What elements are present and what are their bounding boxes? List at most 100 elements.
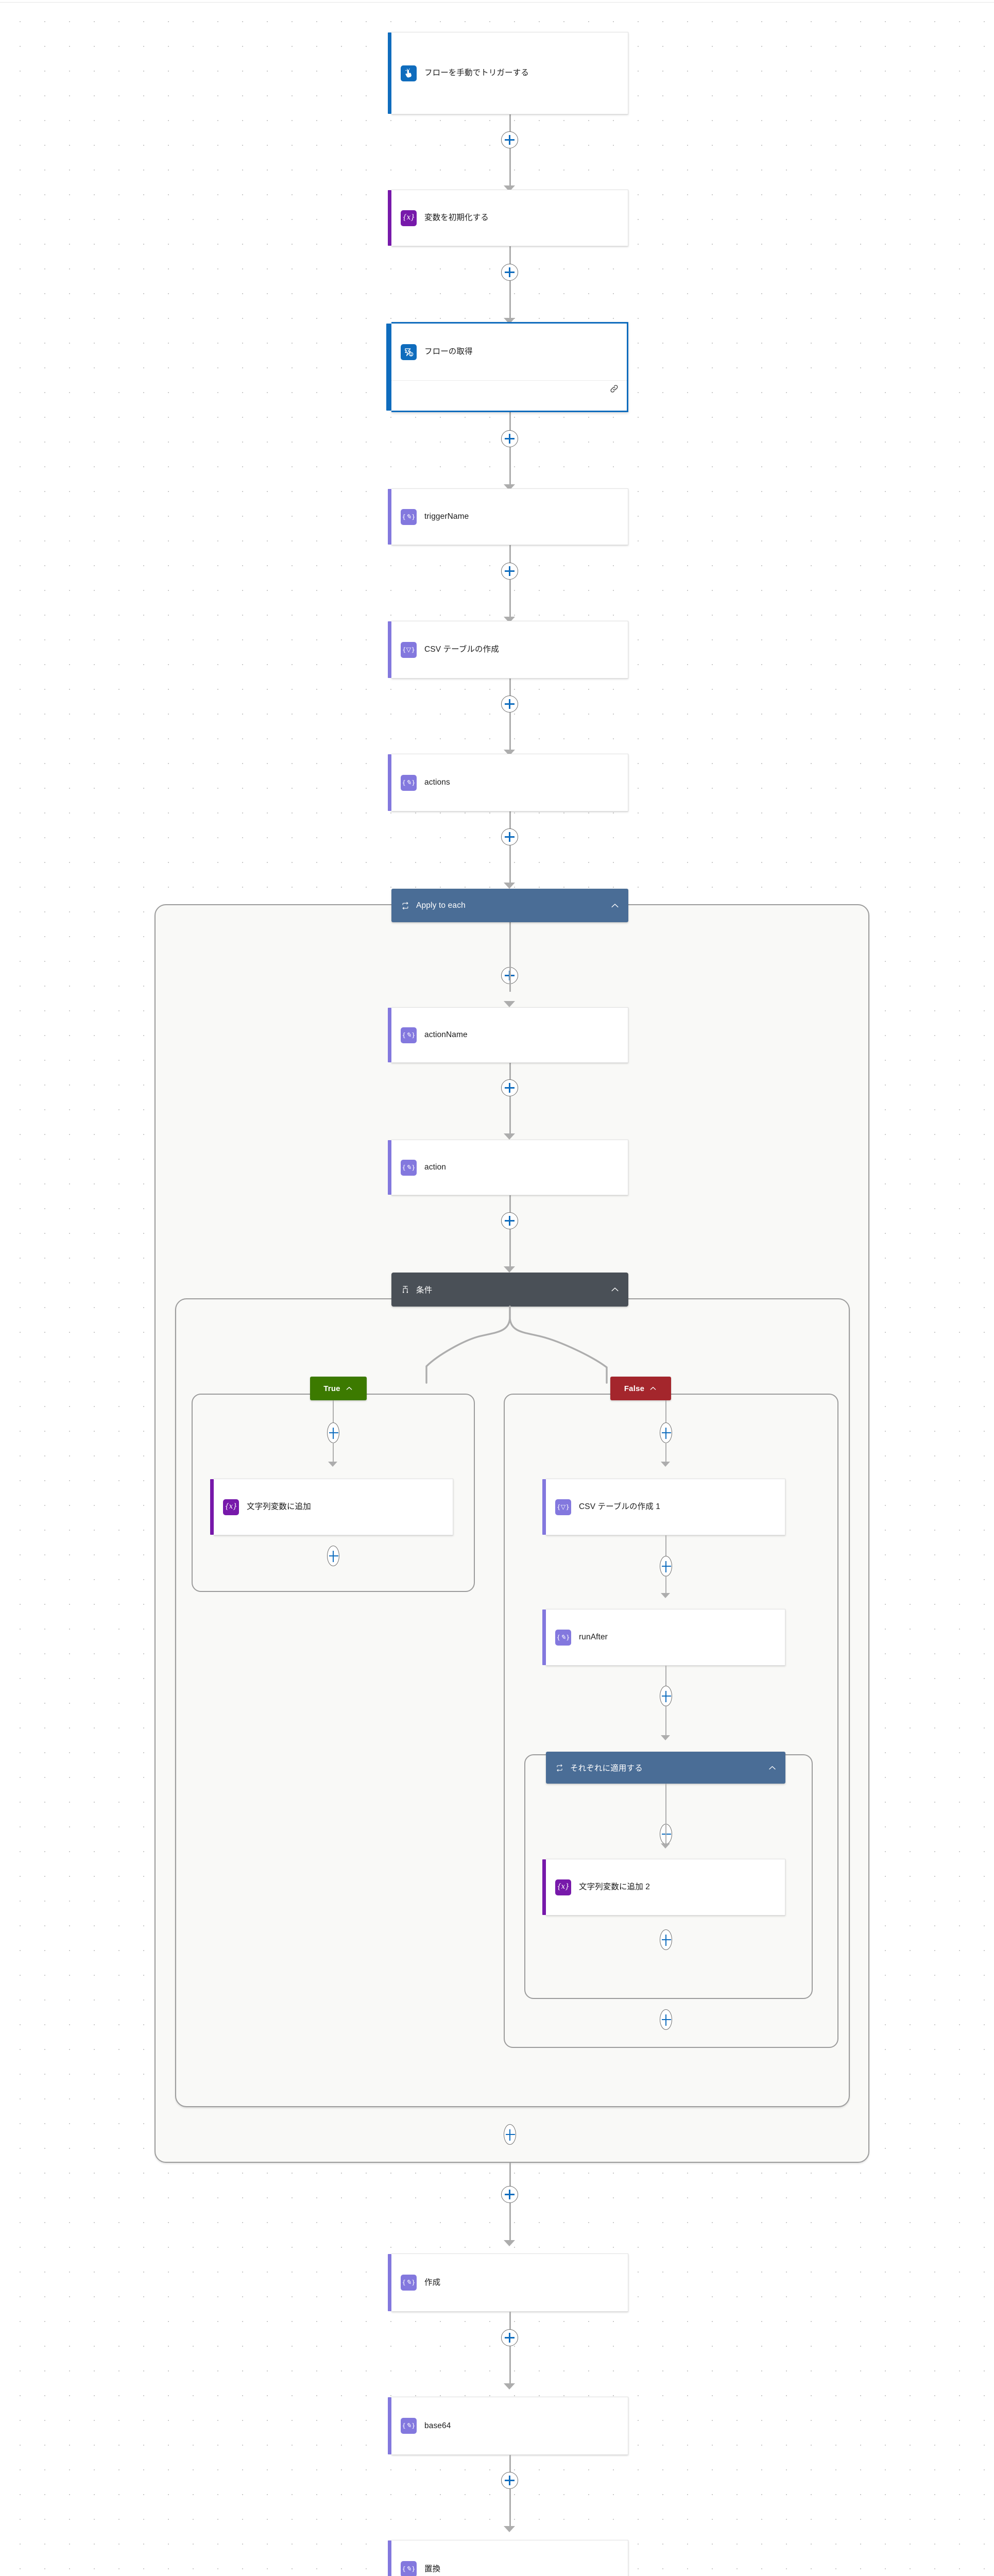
connector-line bbox=[509, 281, 511, 322]
variable-braces-icon: {x} bbox=[555, 1879, 571, 1895]
chevron-up-icon[interactable] bbox=[767, 1763, 777, 1773]
connector-arrow bbox=[661, 1735, 670, 1740]
chevron-up-icon[interactable] bbox=[610, 901, 620, 911]
connector-arrow bbox=[504, 2526, 515, 2532]
connector-line bbox=[509, 1096, 511, 1138]
action-card-title: 作成 bbox=[424, 2278, 441, 2287]
card-accent-bar bbox=[388, 1140, 391, 1195]
action-card-title: フローの取得 bbox=[424, 347, 473, 356]
add-step-button[interactable] bbox=[660, 1422, 672, 1443]
card-accent-bar bbox=[388, 2540, 391, 2576]
connector-line bbox=[332, 1443, 334, 1466]
action-card-compose[interactable]: {✎} 作成 bbox=[388, 2253, 628, 2312]
connector-line bbox=[509, 246, 511, 279]
connector-line bbox=[665, 1575, 667, 1596]
add-step-button[interactable] bbox=[501, 2186, 518, 2203]
compose-icon: {✎} bbox=[555, 1629, 571, 1646]
chevron-up-icon[interactable] bbox=[649, 1384, 657, 1393]
power-automate-flow-icon bbox=[401, 344, 417, 360]
action-card-replace[interactable]: {✎} 置換 bbox=[388, 2540, 628, 2576]
add-step-button[interactable] bbox=[660, 1556, 672, 1577]
add-step-button[interactable] bbox=[501, 828, 518, 845]
hand-tap-icon bbox=[401, 65, 417, 81]
add-step-button[interactable] bbox=[501, 131, 518, 148]
connector-line bbox=[509, 545, 511, 578]
action-card-manual-trigger[interactable]: フローを手動でトリガーする bbox=[388, 32, 628, 114]
card-accent-bar bbox=[388, 489, 391, 545]
branch-split-connectors bbox=[425, 1306, 608, 1384]
add-step-button[interactable] bbox=[660, 2009, 672, 2030]
connector-line bbox=[509, 2346, 511, 2387]
add-step-button[interactable] bbox=[501, 1079, 518, 1096]
add-step-button[interactable] bbox=[501, 264, 518, 281]
chevron-up-icon[interactable] bbox=[610, 1284, 620, 1295]
scope-header-label: Apply to each bbox=[416, 901, 466, 910]
add-step-button[interactable] bbox=[501, 563, 518, 580]
action-card-append-to-string-variable[interactable]: {x} 文字列変数に追加 bbox=[210, 1479, 453, 1535]
card-accent-bar bbox=[388, 190, 391, 246]
add-step-button[interactable] bbox=[501, 2472, 518, 2489]
connector-line bbox=[509, 679, 511, 711]
connector-arrow bbox=[328, 1462, 337, 1467]
connector-line bbox=[509, 922, 511, 952]
connector-line bbox=[509, 2455, 511, 2488]
card-accent-bar bbox=[542, 1479, 546, 1535]
connector-line bbox=[509, 148, 511, 190]
scope-header-foreach-nested[interactable]: それぞれに適用する bbox=[546, 1752, 785, 1784]
scope-header-condition[interactable]: 条件 bbox=[391, 1273, 628, 1307]
connector-line bbox=[665, 1666, 667, 1687]
card-accent-bar bbox=[388, 2397, 391, 2454]
connector-line bbox=[509, 2312, 511, 2345]
variable-braces-icon: {x} bbox=[401, 210, 417, 226]
card-accent-bar bbox=[542, 1609, 546, 1665]
action-card-title: 文字列変数に追加 2 bbox=[579, 1883, 650, 1891]
action-card-get-flow[interactable]: フローの取得 bbox=[386, 322, 628, 412]
branch-badge-true[interactable]: True bbox=[310, 1377, 367, 1400]
connector-line bbox=[509, 447, 511, 488]
compose-icon: {✎} bbox=[401, 509, 417, 525]
connector-line bbox=[665, 1784, 667, 1807]
action-card-trigger-name[interactable]: {✎} triggerName bbox=[388, 488, 628, 545]
action-card-title: CSV テーブルの作成 1 bbox=[579, 1502, 660, 1511]
action-card-create-csv-table-1[interactable]: {▽} CSV テーブルの作成 1 bbox=[542, 1479, 785, 1535]
action-card-run-after[interactable]: {✎} runAfter bbox=[542, 1609, 785, 1666]
add-step-button[interactable] bbox=[501, 696, 518, 713]
add-step-button[interactable] bbox=[504, 2124, 516, 2145]
add-step-button[interactable] bbox=[501, 430, 518, 447]
action-card-title: CSV テーブルの作成 bbox=[424, 645, 499, 654]
add-step-button[interactable] bbox=[327, 1422, 339, 1443]
canvas-top-divider bbox=[0, 2, 994, 3]
add-step-button[interactable] bbox=[327, 1546, 339, 1566]
action-card-append-to-string-variable-2[interactable]: {x} 文字列変数に追加 2 bbox=[542, 1859, 785, 1916]
add-step-button[interactable] bbox=[501, 2329, 518, 2346]
chevron-up-icon[interactable] bbox=[345, 1384, 353, 1393]
action-card-action[interactable]: {✎} action bbox=[388, 1140, 628, 1195]
action-card-title: 文字列変数に追加 bbox=[247, 1502, 311, 1511]
action-card-title: フローを手動でトリガーする bbox=[424, 69, 529, 77]
card-accent-bar bbox=[388, 1008, 391, 1062]
connector-line bbox=[509, 1195, 511, 1228]
scope-header-apply-to-each[interactable]: Apply to each bbox=[391, 889, 628, 922]
connector-arrow bbox=[504, 1001, 515, 1007]
connector-line bbox=[665, 1400, 667, 1423]
connector-arrow bbox=[504, 883, 515, 889]
action-card-action-name[interactable]: {✎} actionName bbox=[388, 1007, 628, 1063]
branch-badge-false[interactable]: False bbox=[610, 1377, 671, 1400]
card-accent-bar bbox=[388, 754, 391, 811]
action-card-base64[interactable]: {✎} base64 bbox=[388, 2397, 628, 2455]
action-card-initialize-variable[interactable]: {x} 変数を初期化する bbox=[388, 190, 628, 246]
link-chain-icon[interactable] bbox=[609, 383, 620, 397]
add-step-button[interactable] bbox=[501, 1212, 518, 1229]
scope-header-label: それぞれに適用する bbox=[570, 1764, 643, 1773]
card-footer bbox=[391, 380, 627, 399]
connector-arrow bbox=[504, 2383, 515, 2389]
action-card-title: actionName bbox=[424, 1030, 468, 1039]
action-card-actions[interactable]: {✎} actions bbox=[388, 754, 628, 811]
connector-line bbox=[509, 114, 511, 147]
action-card-create-csv-table[interactable]: {▽} CSV テーブルの作成 bbox=[388, 621, 628, 679]
connector-arrow bbox=[661, 1462, 670, 1467]
connector-line bbox=[332, 1400, 334, 1423]
add-step-button[interactable] bbox=[660, 1929, 672, 1950]
add-step-button[interactable] bbox=[660, 1686, 672, 1706]
